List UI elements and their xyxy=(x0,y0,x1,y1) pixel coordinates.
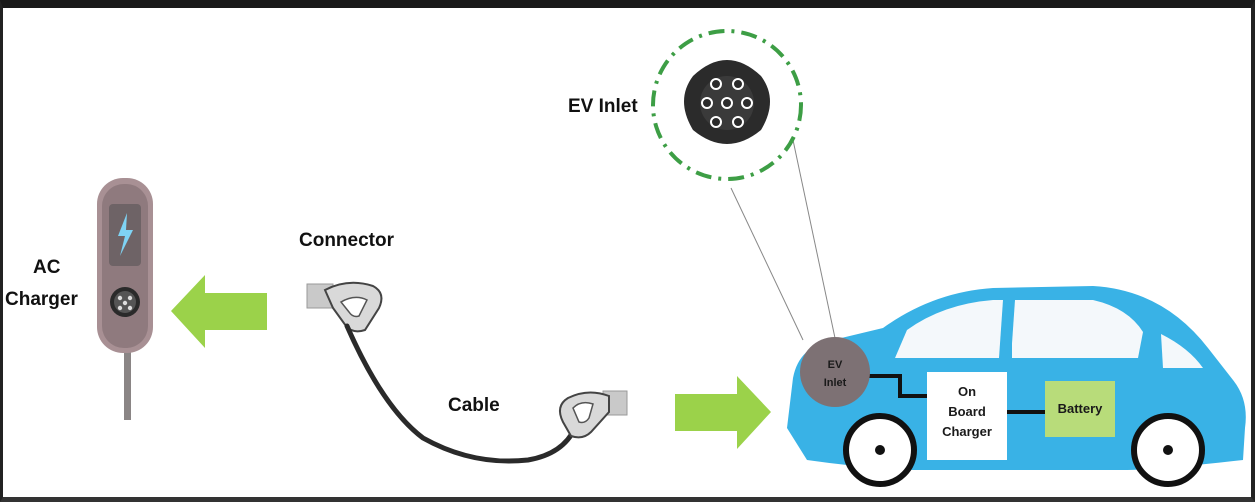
lightning-icon xyxy=(118,213,133,256)
obc-label-line1: On xyxy=(958,384,976,399)
arrow-right-icon xyxy=(675,376,771,449)
connector-label: Connector xyxy=(299,230,395,251)
connector-plug-top xyxy=(306,281,383,333)
ev-inlet-callout-circle xyxy=(651,29,803,181)
type2-socket-icon xyxy=(684,60,770,144)
battery-box xyxy=(1045,381,1115,437)
obc-label-line2: Board xyxy=(948,404,986,419)
front-wheel xyxy=(843,413,917,487)
ac-charger xyxy=(97,178,153,420)
ev-inlet-callout-label: EV Inlet xyxy=(568,96,638,117)
battery-label: Battery xyxy=(1058,401,1104,416)
cable xyxy=(344,323,578,464)
inlet-to-obc-wire xyxy=(867,374,927,398)
ac-charger-label-line1: AC xyxy=(33,257,61,278)
arrow-left-icon xyxy=(171,275,267,348)
on-board-charger-box xyxy=(927,372,1007,460)
ac-charger-label-line2: Charger xyxy=(5,289,78,310)
car-ev-inlet-label-line2: Inlet xyxy=(824,377,847,389)
car-ev-inlet xyxy=(800,337,870,407)
charger-socket-icon xyxy=(110,287,140,317)
obc-label-line3: Charger xyxy=(942,424,992,439)
rear-wheel xyxy=(1131,413,1205,487)
car-ev-inlet-label-line1: EV xyxy=(828,359,843,371)
connector-plug-bottom xyxy=(558,390,628,439)
cable-label: Cable xyxy=(448,395,500,416)
ev-charging-diagram: AC Charger Connector Cable EV Inlet xyxy=(5,29,1246,487)
